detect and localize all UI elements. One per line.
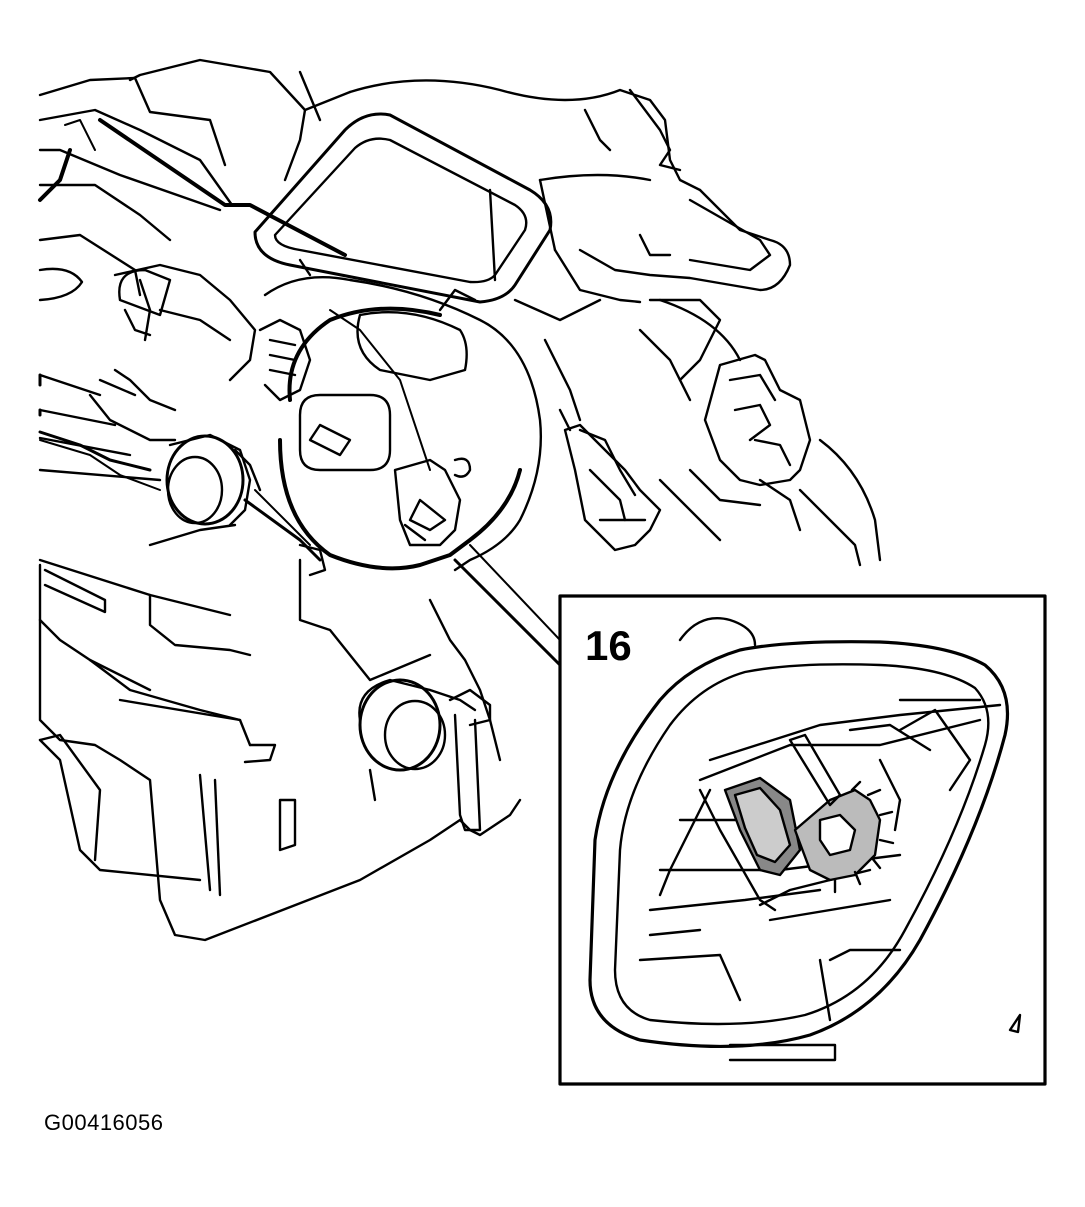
actuator-motor-lower: [358, 678, 492, 832]
right-bracket: [543, 298, 882, 567]
leader-line-2: [469, 544, 561, 641]
upper-right-lobe: [348, 79, 792, 382]
actuator-motor-left: [38, 263, 327, 577]
heater-housing: [38, 58, 352, 482]
callout-number: 16: [585, 622, 632, 669]
blower-housing: [263, 275, 543, 572]
figure-id: G00416056: [44, 1110, 164, 1135]
lower-housing: [38, 558, 522, 942]
leader-line: [453, 558, 562, 667]
detail-callout-box: 16: [558, 594, 1047, 1086]
resistor-connector: [723, 733, 895, 894]
